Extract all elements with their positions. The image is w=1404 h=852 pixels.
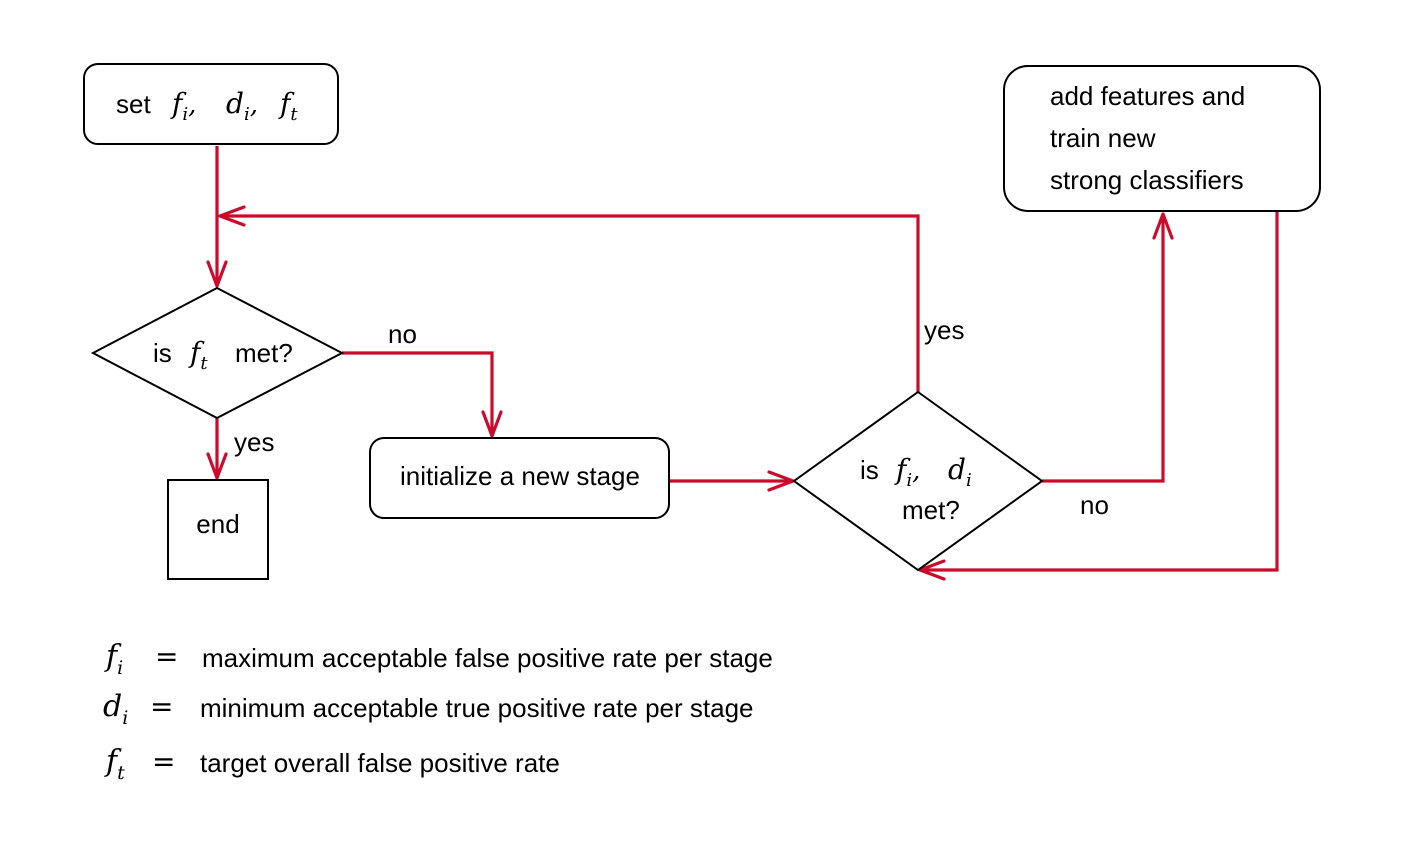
legend-sub-2: i <box>122 707 128 729</box>
label-decision1-no: no <box>388 319 417 349</box>
svg-text:di: di <box>948 453 972 491</box>
set-var-2: d <box>226 87 244 120</box>
edge-decision2-yes-loop <box>220 214 920 392</box>
legend-text-3: target overall false positive rate <box>200 748 560 778</box>
legend: fi = maximum acceptable false positive r… <box>103 639 773 784</box>
legend-var-2: d <box>103 689 122 724</box>
set-sub-1: i <box>182 104 188 125</box>
svg-text:di: di <box>103 689 128 729</box>
svg-text:ft: ft <box>104 744 125 784</box>
node-decision2: is fi, di met? <box>792 390 1044 572</box>
decision1-suffix: met? <box>235 338 293 368</box>
decision2-comma: , <box>912 456 920 486</box>
legend-row-1: fi = maximum acceptable false positive r… <box>104 639 773 679</box>
edge-add-to-decision2 <box>920 212 1279 572</box>
decision2-sub-1: i <box>906 470 912 491</box>
legend-text-1: maximum acceptable false positive rate p… <box>202 643 773 673</box>
edge-decision1-to-init <box>342 351 494 436</box>
label-decision2-yes: yes <box>924 315 964 345</box>
legend-row-3: ft = target overall false positive rate <box>104 744 560 784</box>
node-init: initialize a new stage <box>369 437 670 519</box>
decision1-prefix: is <box>153 338 172 368</box>
legend-eq-2: = <box>150 690 173 723</box>
arrowhead-add <box>1152 212 1174 240</box>
set-label: set <box>116 89 151 119</box>
add-line-2: train new <box>1050 123 1156 153</box>
arrowhead-init <box>481 410 503 438</box>
decision2-suffix: met? <box>902 495 960 525</box>
set-sub-2: i <box>244 104 250 125</box>
edges <box>206 146 1279 581</box>
set-sub-3: t <box>290 104 298 125</box>
label-decision1-yes: yes <box>234 427 274 457</box>
label-decision2-no: no <box>1080 490 1109 520</box>
edge-decision2-to-add <box>1042 214 1165 483</box>
set-comma-1: , <box>188 90 196 120</box>
node-set: set fi, di, ft <box>83 63 339 145</box>
legend-sub-1: i <box>117 657 123 679</box>
init-label: initialize a new stage <box>400 461 640 491</box>
node-add-features: add features and train new strong classi… <box>1003 65 1321 212</box>
svg-text:fi: fi <box>104 639 123 679</box>
arrowhead-end <box>206 452 228 480</box>
set-comma-2: , <box>250 90 258 120</box>
svg-text:di,: di, <box>226 87 258 125</box>
decision1-sub: t <box>200 353 208 374</box>
add-line-1: add features and <box>1050 81 1245 111</box>
legend-text-2: minimum acceptable true positive rate pe… <box>200 693 754 723</box>
add-line-3: strong classifiers <box>1050 165 1244 195</box>
legend-eq-3: = <box>152 745 175 778</box>
arrowhead-decision2-bottom <box>918 559 946 581</box>
decision2-sub-2: i <box>966 470 972 491</box>
legend-eq-1: = <box>155 640 178 673</box>
decision2-prefix: is <box>860 455 879 485</box>
node-decision1: is ft met? <box>90 286 345 420</box>
node-end: end <box>167 479 269 580</box>
arrowhead-decision1-top <box>206 260 228 288</box>
legend-row-2: di = minimum acceptable true positive ra… <box>103 689 754 729</box>
decision2-var-2: d <box>948 453 966 486</box>
legend-sub-3: t <box>117 762 125 784</box>
end-label: end <box>196 509 239 539</box>
arrowhead-loop-back <box>218 205 246 227</box>
